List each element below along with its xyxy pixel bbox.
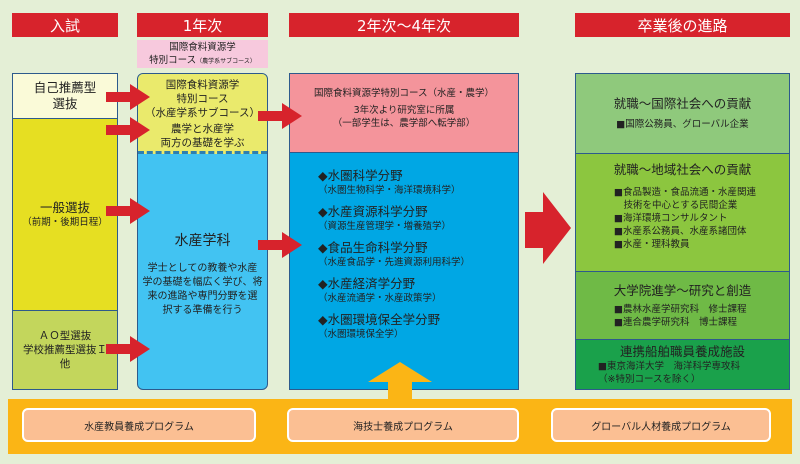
ao-line2: 学校推薦型選抜Ｉ xyxy=(23,344,107,356)
special-course-label: 国際食料資源学 特別コース（農学系サブコース） xyxy=(137,40,268,68)
arrow-right-icon xyxy=(106,84,150,110)
y24-special-line3: （一部学生は、農学部へ転学部） xyxy=(332,118,476,129)
special-label-small: （農学系サブコース） xyxy=(196,58,256,65)
special-label-line1: 国際食料資源学 xyxy=(169,42,236,53)
year1-department: 水産学科 学士としての教養や水産 学の基礎を幅広く学び、将 来の進路や専門分野を… xyxy=(138,154,267,318)
header-year1: 1年次 xyxy=(137,13,268,37)
program-global-talent: グローバル人材養成プログラム xyxy=(551,408,771,442)
intl-title: 就職～国際社会への貢献 xyxy=(613,96,752,111)
entrance-self-recommendation: 自己推薦型 選抜 xyxy=(12,73,118,119)
arrow-right-icon xyxy=(258,103,302,129)
arrow-right-icon xyxy=(106,198,150,224)
arrow-right-icon xyxy=(106,117,150,143)
grad-title: 大学院進学～研究と創造 xyxy=(613,282,752,298)
field-sub: （水産流通学・水産政策学） xyxy=(318,293,442,304)
graduate-school: 大学院進学～研究と創造 ■農林水産学研究科 修士課程 ■連合農学研究科 博士課程 xyxy=(576,272,789,340)
ship-officer-facility: 連携船舶職員養成施設 ■東京海洋大学 海洋科学専攻科 （※特別コースを除く） xyxy=(576,340,789,389)
header-entrance: 入試 xyxy=(12,13,118,37)
grad-item: ■連合農学研究科 博士課程 xyxy=(614,316,737,328)
entrance-general: 一般選抜 （前期・後期日程） xyxy=(12,118,118,311)
local-item: ■水産・理科教員 xyxy=(614,239,690,250)
field-sub: （水圏環境保全学） xyxy=(318,329,404,340)
y1-special-line5: 両方の基礎を学ぶ xyxy=(160,137,245,149)
field-name: ◆水圏環境保全学分野 xyxy=(318,312,441,327)
y1-special-line1: 国際食料資源学 xyxy=(165,79,240,91)
self-line1: 自己推薦型 xyxy=(33,80,97,95)
y1-special-line3: （水産学系サブコース） xyxy=(145,107,260,119)
ao-line1: ＡＯ型選抜 xyxy=(38,330,92,342)
arrow-right-icon xyxy=(106,336,150,362)
general-line2: （前期・後期日程） xyxy=(22,217,108,228)
field-sub: （水圏生物科学・海洋環境科学） xyxy=(318,185,461,196)
after-graduation-column: 就職～国際社会への貢献 ■国際公務員、グローバル企業 就職～地域社会への貢献 ■… xyxy=(575,73,790,390)
dept-desc1: 学士としての教養や水産 xyxy=(147,263,258,274)
ship-title: 連携船舶職員養成施設 xyxy=(619,343,745,359)
special-label-line2: 特別コース xyxy=(149,55,197,66)
local-item: ■水産系公務員、水産系諸団体 xyxy=(614,226,747,237)
field-name: ◆食品生命科学分野 xyxy=(318,240,428,255)
y1-special-line2: 特別コース xyxy=(176,93,229,105)
field-item: ◆水産経済学分野 （水産流通学・水産政策学） xyxy=(318,276,518,305)
ship-item: （※特別コースを除く） xyxy=(598,373,701,385)
field-item: ◆食品生命科学分野 （水産食品学・先進資源利用科学） xyxy=(318,240,518,269)
header-after-graduation: 卒業後の進路 xyxy=(575,13,790,37)
local-item: ■海洋環境コンサルタント xyxy=(614,213,728,224)
y24-special-line2: 3年次より研究室に所属 xyxy=(353,105,455,116)
entrance-ao: ＡＯ型選抜 学校推薦型選抜Ｉ 他 xyxy=(12,310,118,390)
local-item: 技術を中心とする民間企業 xyxy=(614,200,738,211)
dept-desc3: 来の進路や専門分野を選 xyxy=(147,291,258,302)
field-item: ◆水圏環境保全学分野 （水圏環境保全学） xyxy=(318,312,518,341)
arrow-up-icon xyxy=(368,362,432,402)
field-item: ◆水圏科学分野 （水圏生物科学・海洋環境科学） xyxy=(318,168,518,197)
year1-special-course: 国際食料資源学 特別コース （水産学系サブコース） 農学と水産学 両方の基礎を学… xyxy=(138,74,267,154)
program-marine-engineer: 海技士養成プログラム xyxy=(287,408,519,442)
dept-desc2: 学の基礎を幅広く学び、将 xyxy=(142,277,263,288)
career-local: 就職～地域社会への貢献 ■食品製造・食品流通・水産関連 技術を中心とする民間企業… xyxy=(576,154,789,272)
field-sub: （資源生産管理学・増養殖学） xyxy=(318,221,452,232)
grad-item: ■農林水産学研究科 修士課程 xyxy=(614,303,747,315)
field-sub: （水産食品学・先進資源利用科学） xyxy=(318,257,471,268)
dept-title: 水産学科 xyxy=(174,233,231,249)
field-name: ◆水産経済学分野 xyxy=(318,276,416,291)
field-list: ◆水圏科学分野 （水圏生物科学・海洋環境科学） ◆水産資源科学分野 （資源生産管理学・… xyxy=(290,153,518,341)
local-item: ■食品製造・食品流通・水産関連 xyxy=(614,187,756,198)
field-name: ◆水産資源科学分野 xyxy=(318,204,428,219)
field-name: ◆水圏科学分野 xyxy=(318,168,403,183)
y24-special-line1: 国際食料資源学特別コース（水産・農学） xyxy=(313,88,495,99)
ship-item: ■東京海洋大学 海洋科学専攻科 xyxy=(598,360,740,372)
ao-line3: 他 xyxy=(59,358,71,370)
year1-column: 国際食料資源学 特別コース （水産学系サブコース） 農学と水産学 両方の基礎を学… xyxy=(137,73,268,390)
big-arrow-right-icon xyxy=(525,192,571,264)
self-line2: 選抜 xyxy=(52,96,78,111)
year2to4-special-course: 国際食料資源学特別コース（水産・農学） 3年次より研究室に所属 （一部学生は、農… xyxy=(290,74,518,153)
intl-item: ■国際公務員、グローバル企業 xyxy=(616,119,749,130)
general-line1: 一般選抜 xyxy=(39,200,90,215)
program-fisheries-teacher: 水産教員養成プログラム xyxy=(22,408,256,442)
arrow-right-icon xyxy=(258,232,302,258)
local-title: 就職～地域社会への貢献 xyxy=(613,162,752,177)
year2to4-column: 国際食料資源学特別コース（水産・農学） 3年次より研究室に所属 （一部学生は、農… xyxy=(289,73,519,390)
career-international: 就職～国際社会への貢献 ■国際公務員、グローバル企業 xyxy=(576,74,789,154)
y1-special-line4: 農学と水産学 xyxy=(171,123,234,135)
dept-desc4: 択する準備を行う xyxy=(162,305,243,316)
header-year2to4: 2年次～4年次 xyxy=(289,13,519,37)
field-item: ◆水産資源科学分野 （資源生産管理学・増養殖学） xyxy=(318,204,518,233)
